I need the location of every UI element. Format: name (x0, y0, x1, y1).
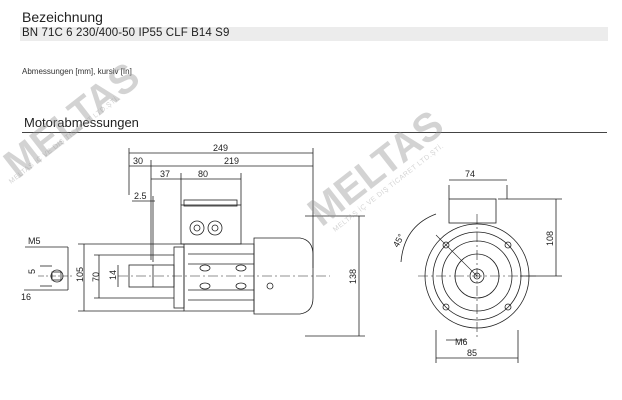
dim-body-length: 219 (224, 156, 239, 166)
product-code: BN 71C 6 230/400-50 IP55 CLF B14 S9 (22, 27, 230, 39)
dim-hole-spacing: 85 (467, 348, 477, 358)
dim-shaft-end: 16 (21, 292, 31, 302)
dim-key-label: M5 (28, 236, 41, 246)
dim-thread: M6 (455, 337, 468, 347)
units-note: Abmessungen [mm], kursiv [In] (22, 67, 132, 76)
dim-shaft-dia: 14 (108, 270, 118, 280)
dim-key-width: 5 (27, 269, 37, 274)
designation-label: Bezeichnung (22, 9, 103, 25)
product-code-bar (20, 27, 608, 41)
dim-flange-thickness: 2.5 (134, 191, 147, 201)
dim-shaft-length: 30 (133, 156, 143, 166)
dim-spigot-dia: 70 (91, 272, 101, 282)
dim-height: 138 (348, 269, 358, 284)
dim-terminal-offset: 37 (160, 169, 170, 179)
dim-terminal-width: 80 (198, 169, 208, 179)
section-divider (22, 132, 607, 133)
section-title: Motorabmessungen (24, 115, 139, 130)
dim-flange-dia: 105 (75, 267, 85, 282)
dim-top-height: 108 (545, 231, 555, 246)
dim-overall-length: 249 (213, 143, 228, 153)
dim-box-width: 74 (465, 169, 475, 179)
